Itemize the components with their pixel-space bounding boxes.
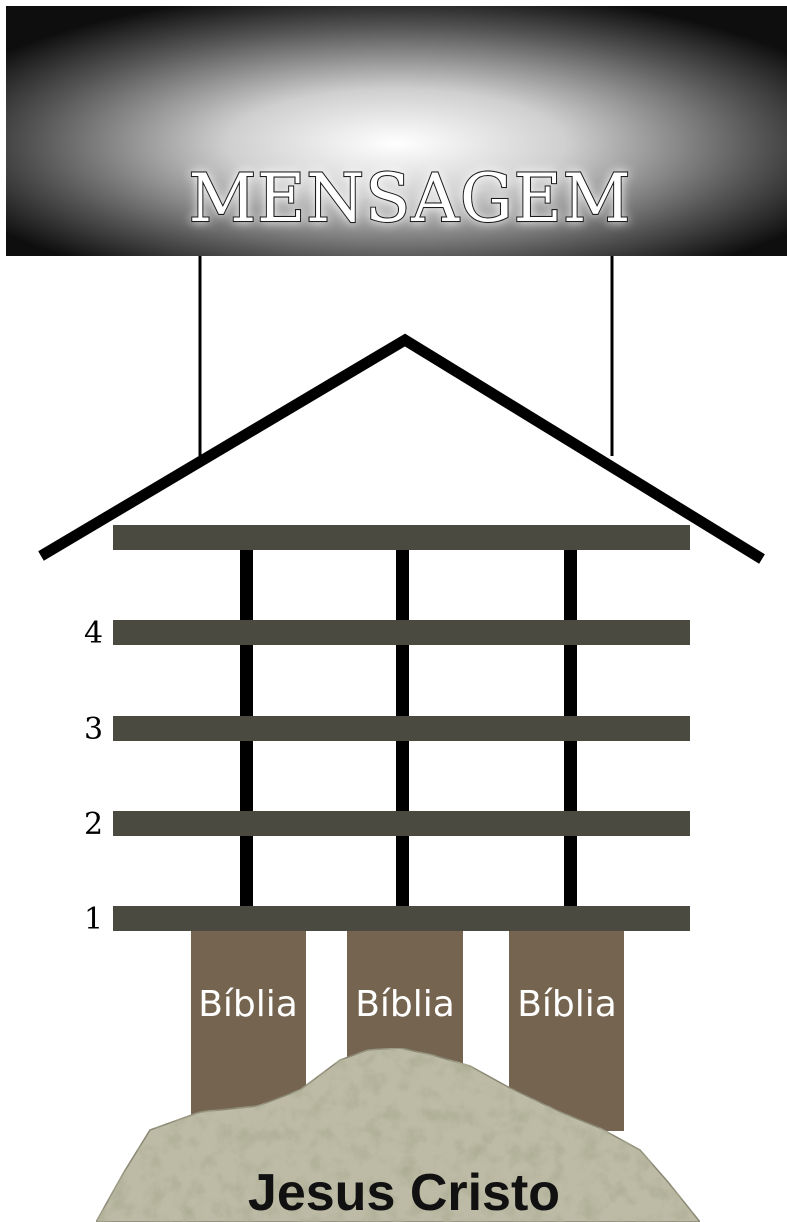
banner-title: MENSAGEM: [189, 160, 632, 237]
banner: MENSAGEM: [6, 6, 787, 256]
level-label-2: 2: [84, 807, 103, 842]
beam-level-1: [113, 906, 690, 931]
level-labels: 4 3 2 1: [84, 616, 103, 937]
beam-top: [113, 525, 690, 550]
pillar-label-left: Bíblia: [198, 984, 298, 1025]
level-label-3: 3: [84, 712, 103, 747]
beam-level-4: [113, 620, 690, 645]
pillar-label-middle: Bíblia: [355, 984, 455, 1025]
beam-level-2: [113, 811, 690, 836]
beam-level-3: [113, 716, 690, 741]
level-label-1: 1: [84, 902, 103, 937]
level-label-4: 4: [84, 616, 103, 651]
pillar-label-right: Bíblia: [517, 984, 617, 1025]
rock-label: Jesus Cristo: [248, 1164, 560, 1222]
